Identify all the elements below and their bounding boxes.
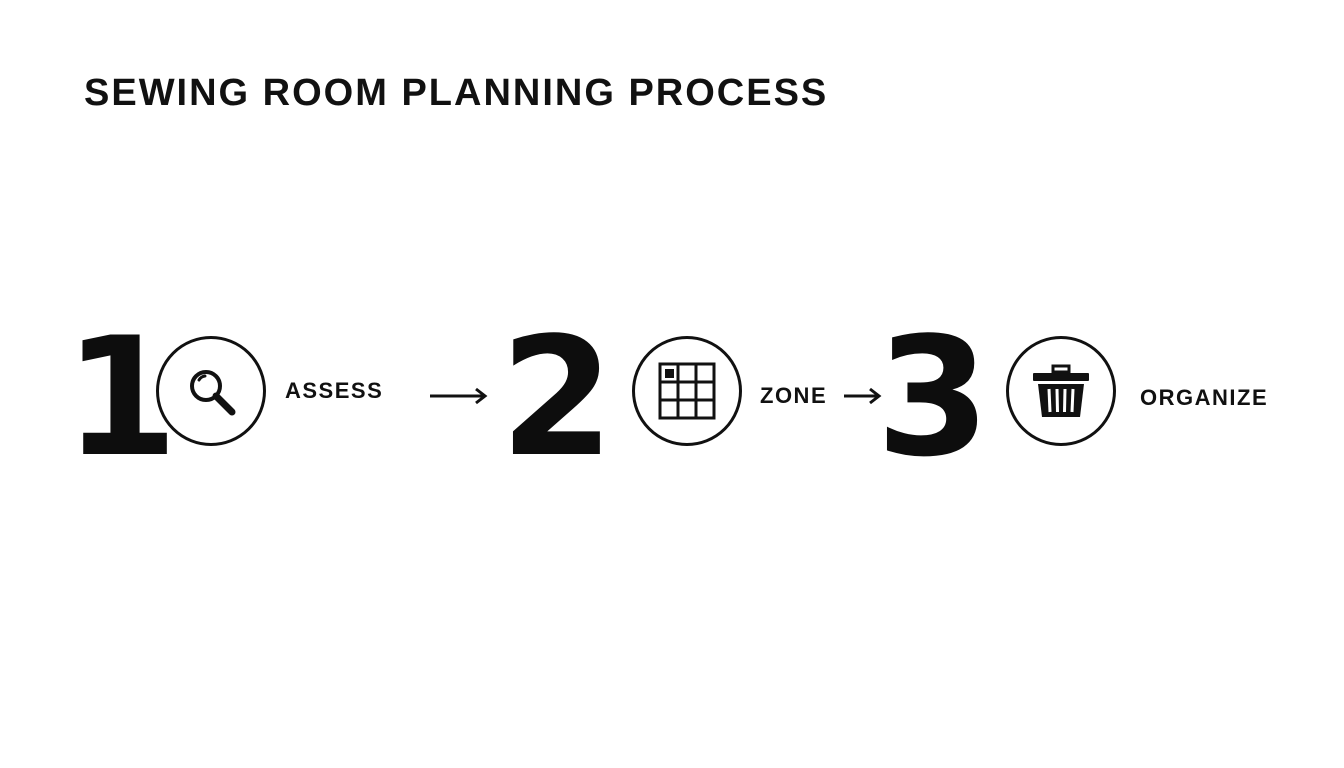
page-title: SEWING ROOM PLANNING PROCESS: [84, 72, 829, 114]
arrow-1-icon: [430, 387, 488, 405]
step-label-2: ZONE: [760, 383, 828, 408]
magnifying-glass-icon: [190, 370, 236, 416]
step-label-1: ASSESS: [285, 378, 384, 403]
arrow-2-icon: [844, 387, 882, 405]
step-icon-circle-2: [632, 336, 742, 446]
grid-icon: [658, 362, 716, 420]
basket-icon: [1033, 364, 1089, 417]
step-icon-circle-3: [1006, 336, 1116, 446]
step-number-3: 3: [876, 302, 991, 493]
step-icon-circle-1: [156, 336, 266, 446]
step-label-3: ORGANIZE: [1140, 385, 1269, 410]
step-number-2: 2: [500, 302, 615, 493]
